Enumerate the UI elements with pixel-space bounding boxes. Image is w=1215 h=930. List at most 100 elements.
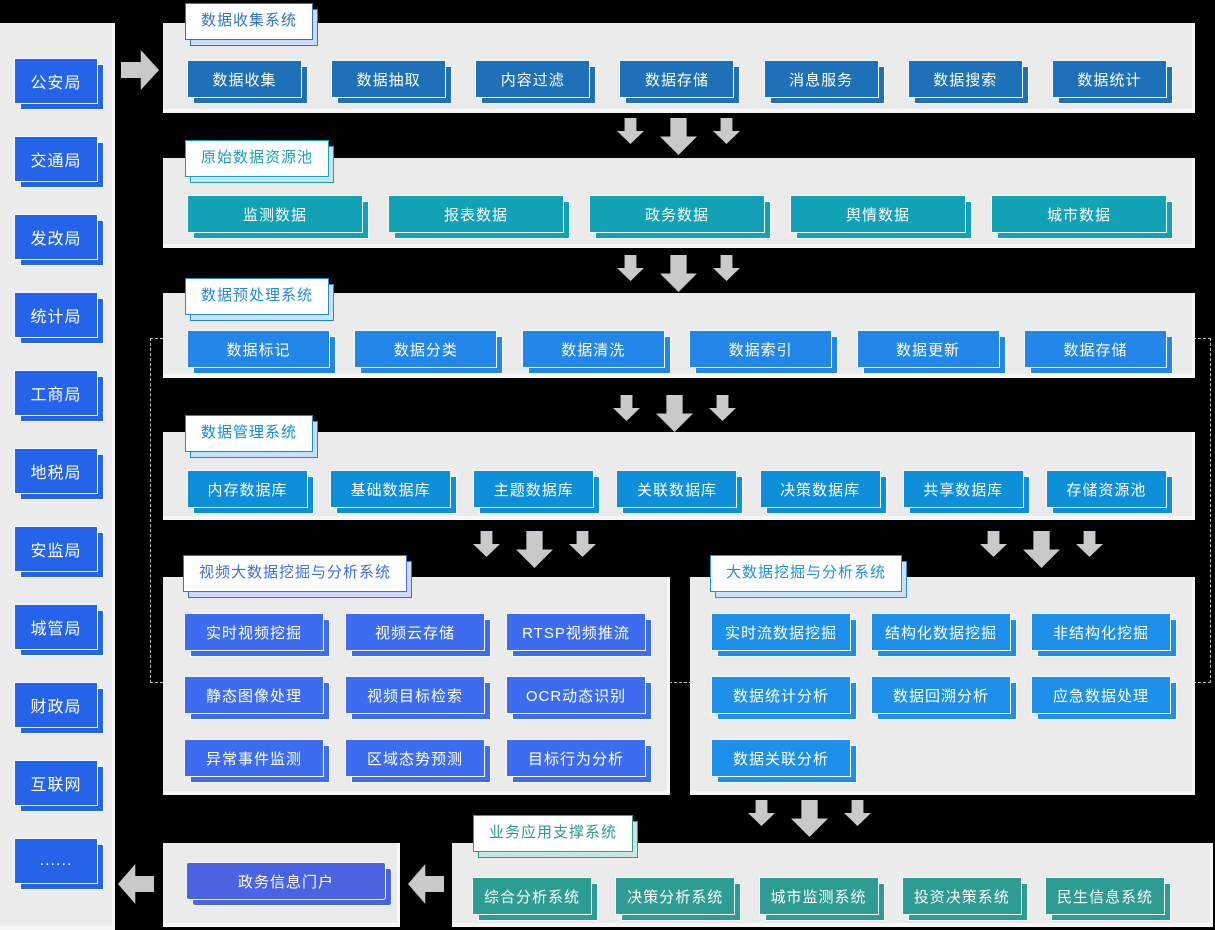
diagram-node: 数据关联分析 — [711, 739, 851, 777]
down-arrow-icon — [1023, 531, 1060, 568]
diagram-node: 视频目标检索 — [345, 676, 485, 714]
diagram-node: 视频云存储 — [345, 613, 485, 651]
down-arrow-icon — [473, 531, 500, 557]
diagram-node: 数据收集 — [187, 60, 302, 98]
diagram-node: 决策数据库 — [759, 470, 881, 508]
diagram-node: 存储资源池 — [1045, 470, 1167, 508]
diagram-node: 数据索引 — [689, 330, 833, 368]
diagram-node: 主题数据库 — [473, 470, 595, 508]
down-arrow-icon — [516, 531, 553, 568]
section-title-bigdata-mining: 大数据挖掘与分析系统 — [710, 555, 903, 592]
sidebar-org-node: 工商局 — [14, 370, 98, 416]
diagram-node: 城市数据 — [991, 195, 1167, 233]
diagram-node: 数据搜索 — [907, 60, 1023, 98]
down-arrow-icon — [617, 118, 644, 144]
diagram-node: 异常事件监测 — [184, 739, 324, 777]
down-arrow-icon — [748, 800, 775, 826]
section-title-raw-data-pool: 原始数据资源池 — [185, 140, 330, 177]
panel-bigdata-mining: 实时流数据挖掘结构化数据挖掘非结构化挖掘数据统计分析数据回溯分析应急数据处理数据… — [690, 577, 1195, 795]
sidebar-org-node: 安监局 — [14, 526, 98, 572]
sidebar-org-node: 统计局 — [14, 292, 98, 338]
diagram-node: 内存数据库 — [187, 470, 308, 508]
down-arrows-icon — [613, 395, 736, 432]
diagram-node: 数据抽取 — [331, 60, 447, 98]
diagram-node: 数据存储 — [619, 60, 735, 98]
sidebar-org-node: 地税局 — [14, 448, 98, 494]
diagram-node: 数据存储 — [1023, 330, 1167, 368]
diagram-node: 投资决策系统 — [901, 877, 1022, 915]
left-arrow-icon — [118, 864, 154, 904]
panel-data-preprocessing: 数据标记数据分类数据清洗数据索引数据更新数据存储 — [163, 293, 1195, 378]
portal-node: 政务信息门户 — [186, 862, 386, 900]
diagram-node: 数据清洗 — [521, 330, 665, 368]
diagram-node: 目标行为分析 — [506, 739, 646, 777]
sidebar-org-node: 财政局 — [14, 682, 98, 728]
down-arrows-icon — [617, 118, 740, 155]
sidebar-org-node: 发改局 — [14, 214, 98, 260]
diagram-node: OCR动态识别 — [506, 676, 646, 714]
sidebar-org-node: 城管局 — [14, 604, 98, 650]
section-title-data-collection: 数据收集系统 — [185, 3, 314, 40]
diagram-node: 舆情数据 — [790, 195, 966, 233]
diagram-node: 共享数据库 — [902, 470, 1024, 508]
down-arrows-icon — [980, 531, 1103, 568]
section-title-preprocessing: 数据预处理系统 — [185, 278, 330, 315]
panel-data-management: 内存数据库基础数据库主题数据库关联数据库决策数据库共享数据库存储资源池 — [163, 432, 1195, 520]
diagram-node: 综合分析系统 — [472, 877, 592, 915]
sidebar-org-node: 公安局 — [14, 58, 98, 104]
section-title-data-management: 数据管理系统 — [185, 415, 314, 452]
diagram-node: 关联数据库 — [616, 470, 738, 508]
diagram-node: 数据标记 — [187, 330, 330, 368]
diagram-node: 数据更新 — [856, 330, 1000, 368]
panel-portal: 政务信息门户 — [163, 843, 400, 927]
left-arrow-icon — [408, 864, 444, 904]
panel-sidebar-orgs: 公安局交通局发改局统计局工商局地税局安监局城管局财政局互联网...... — [0, 23, 115, 930]
panel-data-collection-system: 数据收集数据抽取内容过滤数据存储消息服务数据搜索数据统计 — [163, 23, 1195, 113]
down-arrows-icon — [748, 800, 871, 837]
diagram-node: 数据回溯分析 — [871, 676, 1011, 714]
down-arrow-icon — [709, 395, 736, 421]
diagram-node: 监测数据 — [187, 195, 363, 233]
diagram-node: 区域态势预测 — [345, 739, 485, 777]
down-arrows-icon — [473, 531, 596, 568]
diagram-node: 数据统计 — [1051, 60, 1167, 98]
down-arrow-icon — [844, 800, 871, 826]
down-arrow-icon — [656, 395, 693, 432]
sidebar-org-node: 交通局 — [14, 136, 98, 182]
diagram-node: 城市监测系统 — [758, 877, 879, 915]
section-title-business-apps: 业务应用支撑系统 — [473, 815, 634, 852]
down-arrow-icon — [713, 118, 740, 144]
down-arrow-icon — [1076, 531, 1103, 557]
diagram-node: 非结构化挖掘 — [1031, 613, 1171, 651]
down-arrow-icon — [660, 118, 697, 155]
right-arrow-icon — [121, 50, 159, 90]
sidebar-org-node: ...... — [14, 838, 98, 884]
down-arrow-icon — [713, 255, 740, 281]
diagram-node: 应急数据处理 — [1031, 676, 1171, 714]
down-arrow-icon — [980, 531, 1007, 557]
panel-business-apps: 综合分析系统决策分析系统城市监测系统投资决策系统民生信息系统 — [452, 843, 1213, 927]
diagram-node: 民生信息系统 — [1045, 877, 1165, 915]
down-arrows-icon — [617, 255, 740, 292]
diagram-node: 实时视频挖掘 — [184, 613, 324, 651]
diagram-node: 实时流数据挖掘 — [711, 613, 851, 651]
diagram-node: 消息服务 — [763, 60, 879, 98]
down-arrow-icon — [791, 800, 828, 837]
down-arrow-icon — [660, 255, 697, 292]
sidebar-org-node: 互联网 — [14, 760, 98, 806]
diagram-node: 政务数据 — [589, 195, 765, 233]
diagram-node: 结构化数据挖掘 — [871, 613, 1011, 651]
down-arrow-icon — [569, 531, 596, 557]
diagram-node: 决策分析系统 — [615, 877, 736, 915]
diagram-node: RTSP视频推流 — [506, 613, 646, 651]
down-arrow-icon — [617, 255, 644, 281]
section-title-video-mining: 视频大数据挖掘与分析系统 — [183, 555, 408, 592]
diagram-node: 数据统计分析 — [711, 676, 851, 714]
diagram-node: 基础数据库 — [330, 470, 452, 508]
diagram-node: 内容过滤 — [475, 60, 591, 98]
diagram-node: 数据分类 — [354, 330, 498, 368]
diagram-node: 报表数据 — [388, 195, 564, 233]
panel-raw-data-pool: 监测数据报表数据政务数据舆情数据城市数据 — [163, 158, 1195, 248]
